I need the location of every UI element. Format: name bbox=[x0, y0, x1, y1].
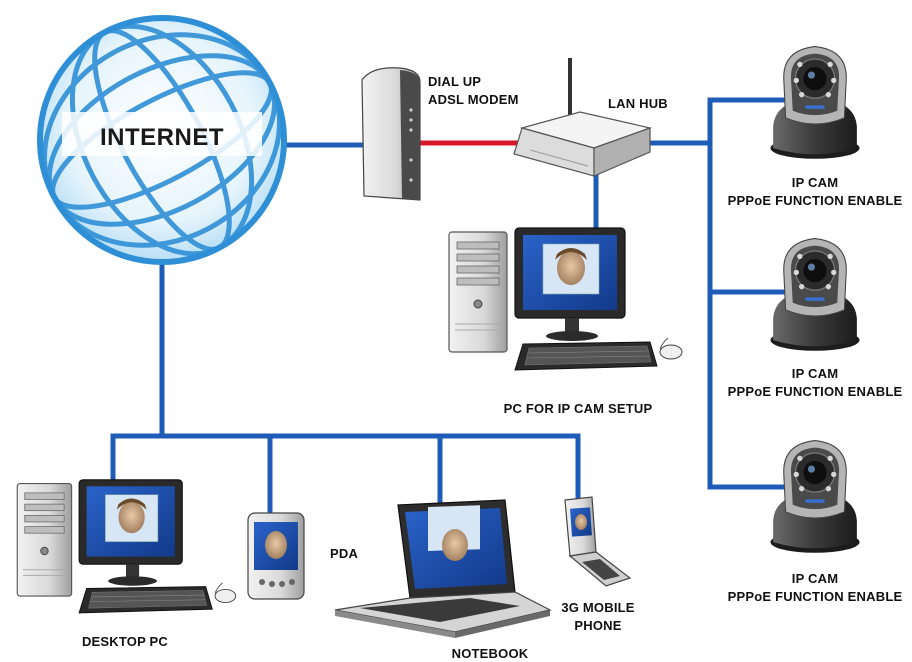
flip-phone-icon bbox=[564, 496, 632, 587]
cam-1-label-line1: IP CAM bbox=[792, 175, 838, 190]
cam-3-label-line2: PPPoE FUNCTION ENABLE bbox=[728, 589, 903, 604]
modem-icon bbox=[361, 67, 421, 201]
lan-hub-label: LAN HUB bbox=[608, 96, 668, 111]
desktop-computer-icon bbox=[16, 479, 237, 614]
pda-label: PDA bbox=[330, 546, 358, 561]
modem-label-line1: DIAL UP bbox=[428, 74, 481, 89]
ip-camera-icon bbox=[769, 45, 861, 160]
pda-icon bbox=[247, 512, 305, 600]
laptop-icon bbox=[334, 499, 552, 638]
cam-1-label-line2: PPPoE FUNCTION ENABLE bbox=[728, 193, 903, 208]
notebook-label: NOTEBOOK bbox=[452, 646, 529, 661]
ip-camera-icon bbox=[769, 439, 861, 554]
desktop-pc-label: DESKTOP PC bbox=[82, 634, 168, 649]
cam-2-label-line1: IP CAM bbox=[792, 366, 838, 381]
cam-3-label-line1: IP CAM bbox=[792, 571, 838, 586]
router-icon bbox=[513, 58, 653, 177]
modem-label-line2: ADSL MODEM bbox=[428, 92, 519, 107]
ip-camera-icon bbox=[769, 237, 861, 352]
desktop-computer-icon bbox=[448, 227, 683, 371]
globe-icon bbox=[37, 15, 287, 265]
cam-2-label-line2: PPPoE FUNCTION ENABLE bbox=[728, 384, 903, 399]
internet-label: INTERNET bbox=[100, 124, 224, 151]
connection-lines bbox=[110, 97, 793, 518]
pc-setup-label: PC FOR IP CAM SETUP bbox=[504, 401, 653, 416]
phone-label-line2: PHONE bbox=[574, 618, 621, 633]
phone-label-line1: 3G MOBILE bbox=[561, 600, 634, 615]
